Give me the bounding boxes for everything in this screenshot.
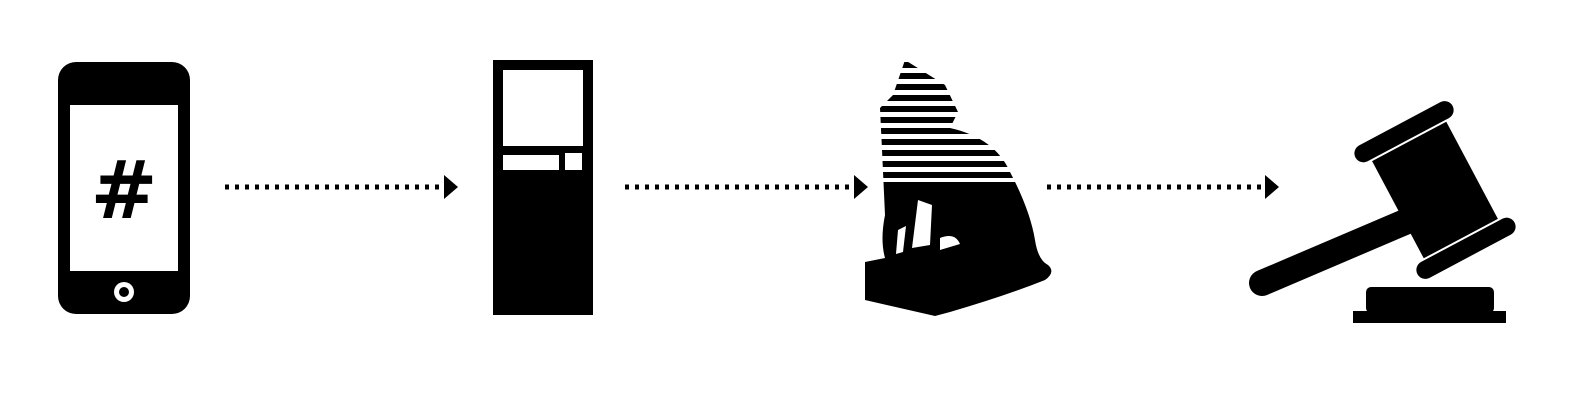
kiosk-screen [503,70,583,146]
kiosk-slot [503,155,559,170]
cat-silhouette-icon [865,62,1052,316]
phone-screen [70,105,178,271]
gavel-block-base [1353,311,1506,323]
kiosk-button [565,153,582,170]
gavel-icon [1249,101,1516,323]
dotted-arrow-2 [625,175,868,199]
atm-kiosk-icon [493,60,593,315]
phone-screen-symbol: # [90,144,157,237]
smartphone-icon: # [58,62,190,314]
dotted-arrow-3 [1047,175,1279,199]
dotted-arrow-1 [225,175,458,199]
gavel-block-top [1366,287,1494,313]
